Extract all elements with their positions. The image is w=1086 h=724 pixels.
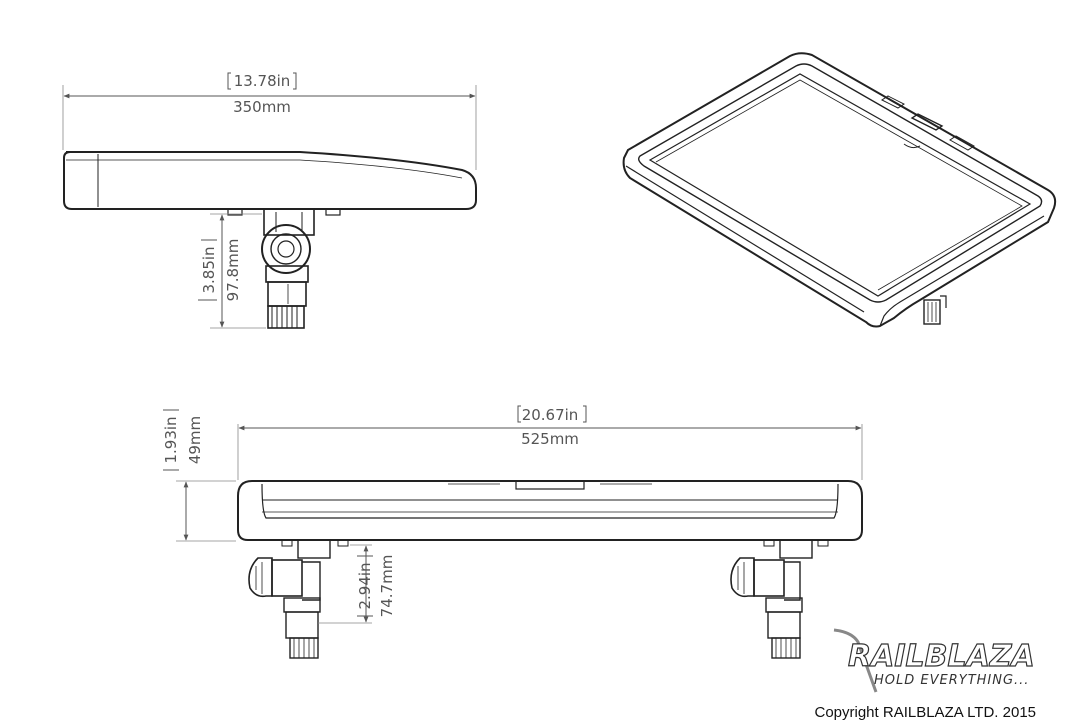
front-width-inches: 20.67in xyxy=(522,406,579,424)
side-width-mm: 350mm xyxy=(233,98,291,116)
front-view xyxy=(176,424,863,659)
front-mount-height-mm: 74.7mm xyxy=(378,555,396,618)
side-mount-knob xyxy=(261,224,311,274)
front-right-mount xyxy=(730,539,829,659)
front-tray-body xyxy=(237,480,863,541)
front-tray-height-mm: 49mm xyxy=(186,416,204,464)
front-width-mm: 525mm xyxy=(521,430,579,448)
side-tray-body xyxy=(63,151,477,210)
iso-tray-outer-rim xyxy=(622,52,1057,328)
side-height-mm: 97.8mm xyxy=(224,239,242,302)
copyright-text: Copyright RAILBLAZA LTD. 2015 xyxy=(814,704,1037,721)
iso-tray-surface xyxy=(648,73,1032,297)
logo-brand-text: RAILBLAZA xyxy=(848,639,1035,674)
railblaza-logo: RAILBLAZA HOLD EVERYTHING... xyxy=(833,628,1035,693)
side-width-inches: 13.78in xyxy=(234,72,291,90)
front-left-mount xyxy=(248,539,349,659)
logo-tagline: HOLD EVERYTHING... xyxy=(874,673,1029,688)
side-height-inches: 3.85in xyxy=(200,246,218,293)
front-mount-height-inches: 2.94in xyxy=(356,562,374,609)
side-view xyxy=(62,85,477,329)
front-tray-height-inches: 1.93in xyxy=(162,416,180,463)
isometric-view xyxy=(622,52,1057,328)
